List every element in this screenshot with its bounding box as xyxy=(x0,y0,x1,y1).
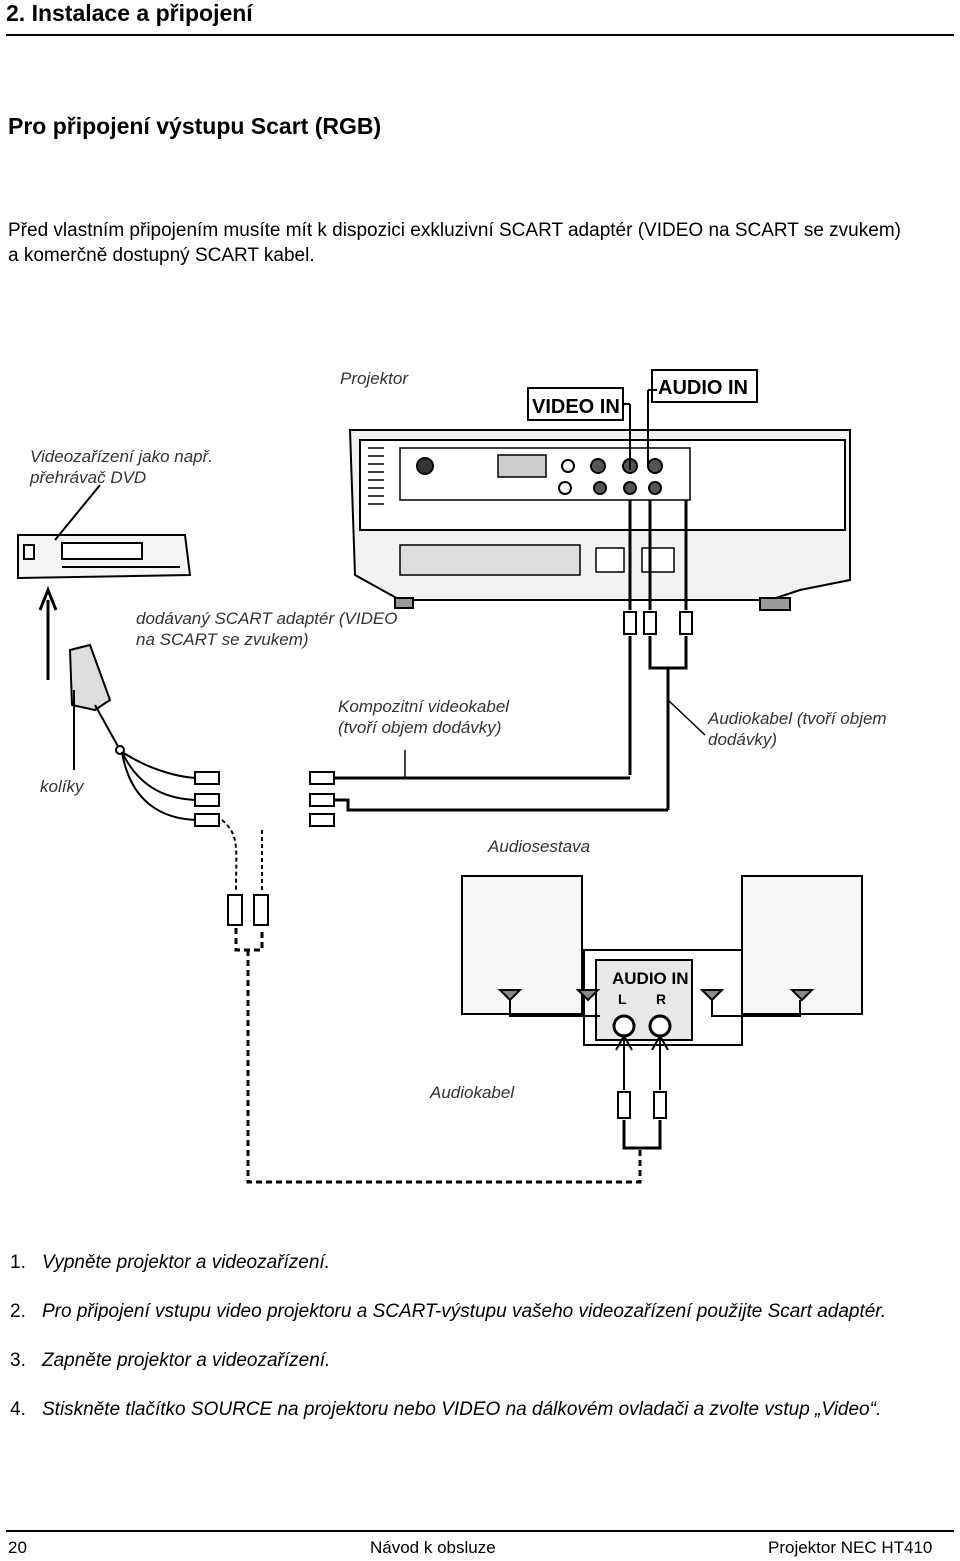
step-number: 3. xyxy=(10,1350,26,1371)
label-video-device: Videozařízení jako např. přehrávač DVD xyxy=(30,447,214,487)
label-audio-cable-included: Audiokabel (tvoří objem dodávky) xyxy=(708,709,887,749)
step-1: 1. Vypněte projektor a videozařízení. xyxy=(10,1252,330,1274)
footer-product: Projektor NEC HT410 xyxy=(768,1538,933,1557)
scart-adapter-illustration xyxy=(38,585,201,821)
step-number: 4. xyxy=(10,1399,26,1420)
label-audio-system: Audiosestava xyxy=(488,837,591,856)
step-3: 3. Zapněte projektor a videozařízení. xyxy=(10,1350,330,1372)
step-4: 4. Stiskněte tlačítko SOURCE na projektor… xyxy=(10,1399,881,1421)
step-number: 2. xyxy=(10,1301,26,1322)
label-audio-cable: Audiokabel xyxy=(430,1083,515,1102)
footer-page-number: 20 xyxy=(8,1538,27,1557)
intro-paragraph: Před vlastním připojením musíte mít k di… xyxy=(8,220,901,266)
page-heading: Pro připojení výstupu Scart (RGB) xyxy=(8,113,382,139)
panel-video-in-text: VIDEO IN xyxy=(532,396,620,418)
dvd-player-illustration xyxy=(17,484,192,580)
stereo-r-text: R xyxy=(656,991,666,1007)
audio-system-illustration xyxy=(461,875,863,1046)
rca-plugs-adapter xyxy=(194,771,335,827)
audio-in-label-box xyxy=(651,369,758,403)
label-scart-adapter: dodávaný SCART adaptér (VIDEO na SCART s… xyxy=(136,609,398,649)
stereo-audio-in-text: AUDIO IN xyxy=(612,969,689,988)
step-text: Vypněte projektor a videozařízení. xyxy=(42,1252,330,1273)
footer-manual-title: Návod k obsluze xyxy=(370,1538,496,1557)
step-number: 1. xyxy=(10,1252,26,1273)
step-text: Stiskněte tlačítko SOURCE na projektoru … xyxy=(42,1399,882,1420)
rca-plugs-projector xyxy=(623,611,693,635)
step-2: 2. Pro připojení vstupu video projektoru … xyxy=(10,1301,886,1323)
projector-illustration xyxy=(348,429,851,611)
footer-rule xyxy=(6,1530,954,1532)
stereo-l-text: L xyxy=(618,991,627,1007)
step-text: Pro připojení vstupu video projektoru a … xyxy=(42,1301,887,1322)
label-composite-cable: Kompozitní videokabel (tvoří objem dodáv… xyxy=(338,697,510,737)
header-rule xyxy=(6,34,954,36)
panel-audio-in-text: AUDIO IN xyxy=(658,377,748,399)
step-text: Zapněte projektor a videozařízení. xyxy=(42,1350,331,1371)
label-pins: kolíky xyxy=(40,777,84,796)
label-projector: Projektor xyxy=(340,369,409,388)
section-header: 2. Instalace a připojení xyxy=(6,0,253,26)
